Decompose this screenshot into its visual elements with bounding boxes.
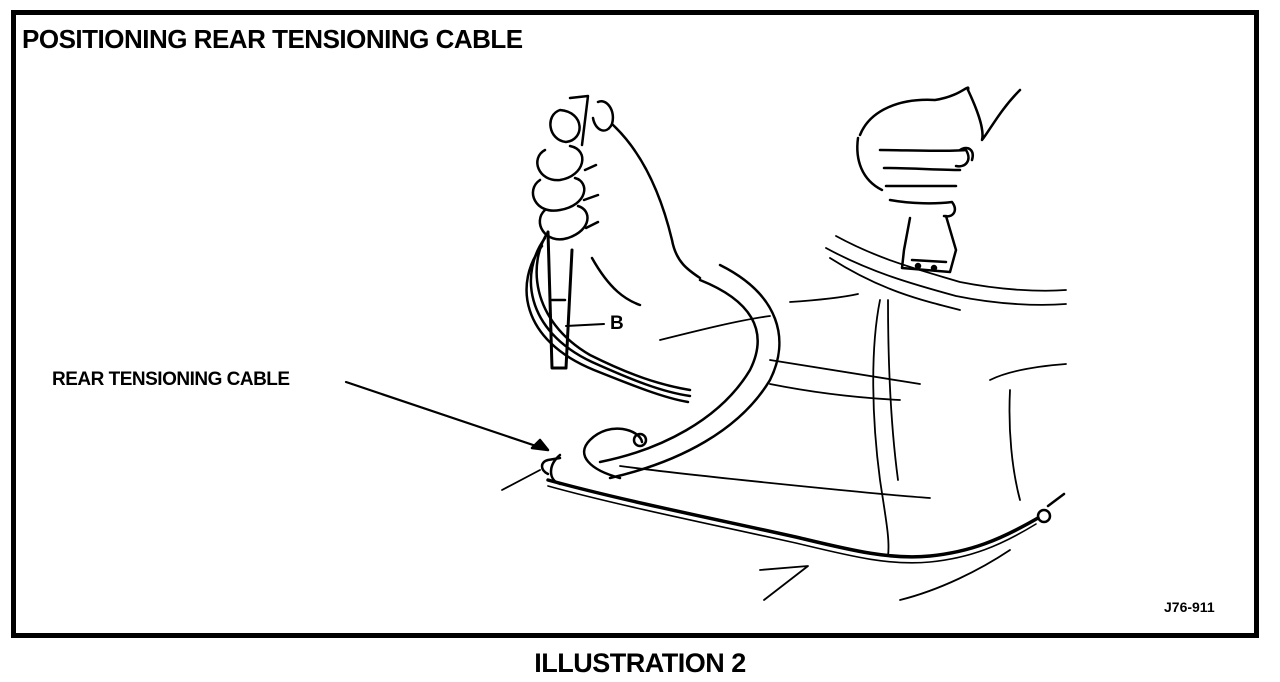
cable-loop-drawing xyxy=(540,263,781,486)
callout-b-leader xyxy=(565,323,605,327)
illustration-caption: ILLUSTRATION 2 xyxy=(534,648,746,678)
left-hand-drawing xyxy=(525,94,702,404)
rear-tensioning-cable-line xyxy=(546,478,1040,559)
diagram-title: POSITIONING REAR TENSIONING CABLE xyxy=(22,24,523,54)
right-hand-drawing xyxy=(856,86,1022,274)
figure-id: J76-911 xyxy=(1164,599,1215,615)
callout-b-label: B xyxy=(610,313,624,334)
illustration-frame xyxy=(11,10,1259,638)
rear-tensioning-cable-label: REAR TENSIONING CABLE xyxy=(52,369,290,390)
vehicle-body-drawing xyxy=(501,235,1067,601)
rear-tensioning-cable-leader xyxy=(344,380,550,452)
